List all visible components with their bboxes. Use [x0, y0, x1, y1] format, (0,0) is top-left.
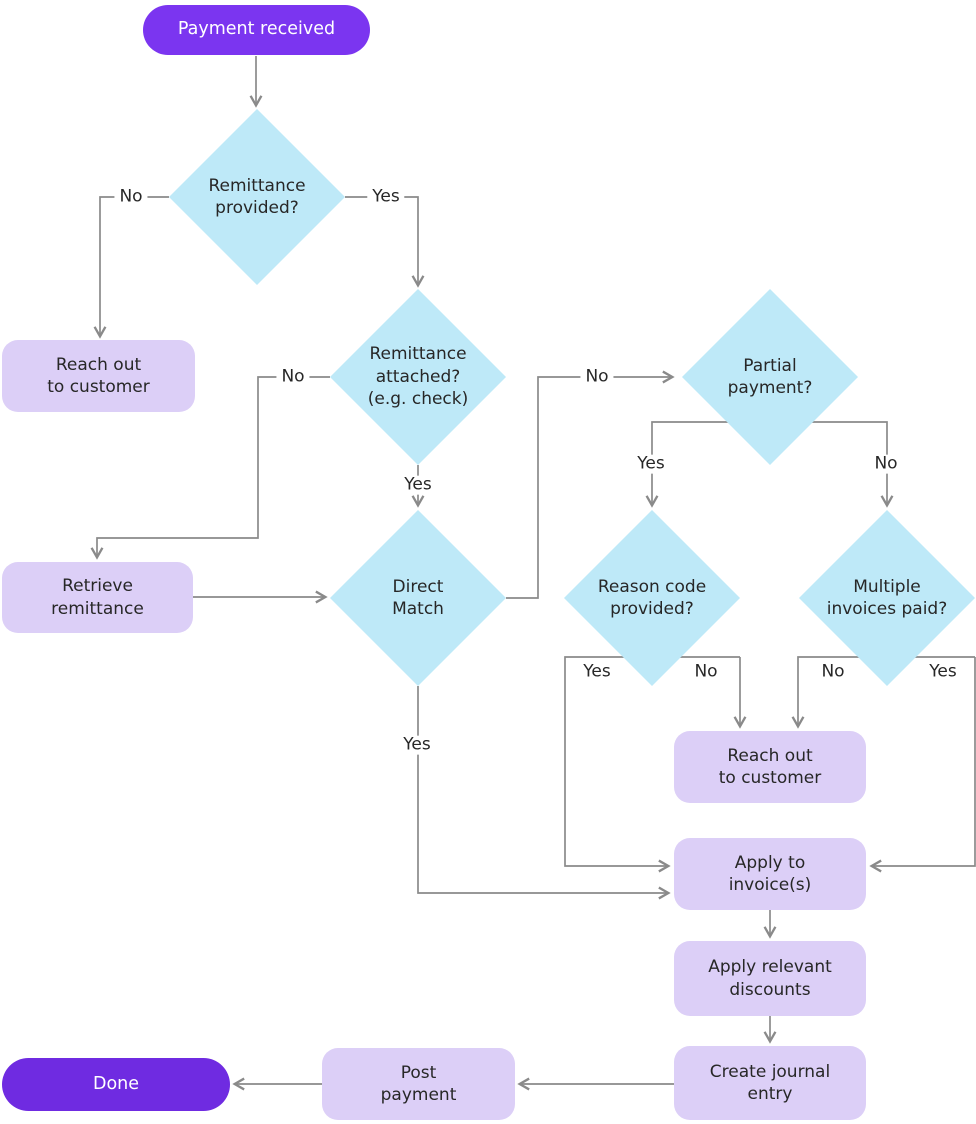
process-retrieve-remittance: Retrieve remittance [2, 562, 193, 633]
edge-label-direct-match-no: No [580, 367, 614, 387]
edge-label-direct-match-yes: Yes [398, 735, 436, 755]
edge-label-multiple-invoices-no: No [816, 662, 850, 682]
edge-label-remittance-provided-yes: Yes [367, 187, 405, 207]
process-create-journal-entry: Create journal entry [674, 1046, 866, 1120]
terminal-start-label: Payment received [177, 19, 336, 40]
decision-reason-code-provided-label: Reason code provided? [597, 576, 707, 619]
decision-direct-match-label: Direct Match [392, 576, 444, 619]
edge-label-remittance-attached-yes: Yes [399, 475, 437, 495]
process-apply-to-invoices-label: Apply to invoice(s) [728, 852, 812, 895]
edge-label-reason-code-yes: Yes [578, 662, 616, 682]
edge-label-reason-code-no: No [689, 662, 723, 682]
edge-multiple-invoices-yes [869, 657, 976, 873]
terminal-start: Payment received [143, 5, 370, 55]
terminal-done-label: Done [92, 1073, 140, 1094]
process-create-journal-entry-label: Create journal entry [709, 1061, 831, 1104]
process-post-payment: Post payment [322, 1048, 515, 1120]
decision-remittance-provided-label: Remittance provided? [208, 175, 306, 218]
process-apply-relevant-discounts-label: Apply relevant discounts [708, 957, 832, 1000]
process-apply-to-invoices: Apply to invoice(s) [674, 838, 866, 910]
decision-multiple-invoices-paid-label: Multiple invoices paid? [826, 576, 948, 619]
edge-label-remittance-provided-no: No [114, 187, 148, 207]
decision-partial-payment-label: Partial payment? [727, 355, 813, 398]
edge-label-partial-payment-no: No [869, 454, 903, 474]
edge-label-remittance-attached-no: No [276, 367, 310, 387]
process-reach-out-to-customer-1-label: Reach out to customer [47, 354, 150, 397]
process-post-payment-label: Post payment [380, 1062, 457, 1105]
edge-direct-match-yes [417, 686, 671, 900]
decision-remittance-attached-label: Remittance attached? (e.g. check) [367, 344, 469, 410]
process-apply-relevant-discounts: Apply relevant discounts [674, 941, 866, 1016]
edge-label-multiple-invoices-yes: Yes [924, 662, 962, 682]
process-retrieve-remittance-label: Retrieve remittance [51, 576, 144, 619]
process-reach-out-to-customer-2: Reach out to customer [674, 731, 866, 803]
terminal-done: Done [2, 1058, 230, 1111]
process-reach-out-to-customer-2-label: Reach out to customer [718, 745, 822, 788]
edge-label-partial-payment-yes: Yes [632, 454, 670, 474]
process-reach-out-to-customer-1: Reach out to customer [2, 340, 195, 412]
edge-remittance-provided-yes [345, 196, 425, 288]
edge-remittance-provided-no [93, 196, 169, 339]
